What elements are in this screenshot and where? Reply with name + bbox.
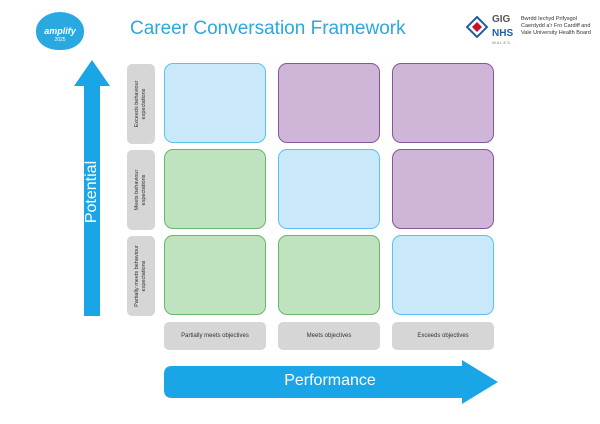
column-label-meets: Meets objectives [278, 322, 380, 350]
performance-axis-arrow [164, 360, 498, 404]
grid-cell-r1-c3 [392, 63, 494, 143]
column-label-text: Exceeds objectives [417, 333, 469, 339]
grid-cell-r2-c3 [392, 149, 494, 229]
column-label-text: Partially meets objectives [181, 333, 249, 339]
column-label-text: Meets objectives [306, 333, 352, 339]
grid-cell-r1-c2 [278, 63, 380, 143]
page-title: Career Conversation Framework [130, 18, 406, 39]
column-label-partially-meets: Partially meets objectives [164, 322, 266, 350]
grid-cell-r2-c2 [278, 149, 380, 229]
grid-cell-r3-c1 [164, 235, 266, 315]
row-label-text: Exceeds behaviour expectations [134, 80, 147, 128]
row-label-text: Meets behaviour expectations [134, 169, 147, 211]
amplify-logo: amplify 2025 [36, 12, 84, 50]
performance-axis-label: Performance [284, 372, 376, 389]
nhs-nhs-text: NHS [492, 28, 514, 39]
potential-axis-arrow [74, 60, 110, 316]
potential-axis-label: Potential [83, 160, 100, 224]
amplify-logo-subtext: 2025 [54, 37, 66, 43]
row-label-text: Partially meets behaviour expectations [134, 245, 147, 307]
amplify-logo-text: amplify [44, 26, 76, 36]
row-label-partially-meets: Partially meets behaviour expectations [127, 236, 155, 316]
nhs-gig-text: GIG [492, 14, 511, 25]
column-label-exceeds: Exceeds objectives [392, 322, 494, 350]
grid-cell-r3-c3 [392, 235, 494, 315]
grid-cell-r3-c2 [278, 235, 380, 315]
grid-cell-r1-c1 [164, 63, 266, 143]
nhs-dragon-icon [466, 16, 488, 38]
row-label-meets: Meets behaviour expectations [127, 150, 155, 230]
grid-cell-r2-c1 [164, 149, 266, 229]
nhs-org-text: Bwrdd Iechyd Prifysgol Caerdydd a'r Fro … [521, 16, 591, 36]
row-label-exceeds: Exceeds behaviour expectations [127, 64, 155, 144]
nhs-wales-text: WALES [492, 40, 511, 45]
nhs-logo: GIG NHS WALES Bwrdd Iechyd Prifysgol Cae… [466, 14, 591, 48]
